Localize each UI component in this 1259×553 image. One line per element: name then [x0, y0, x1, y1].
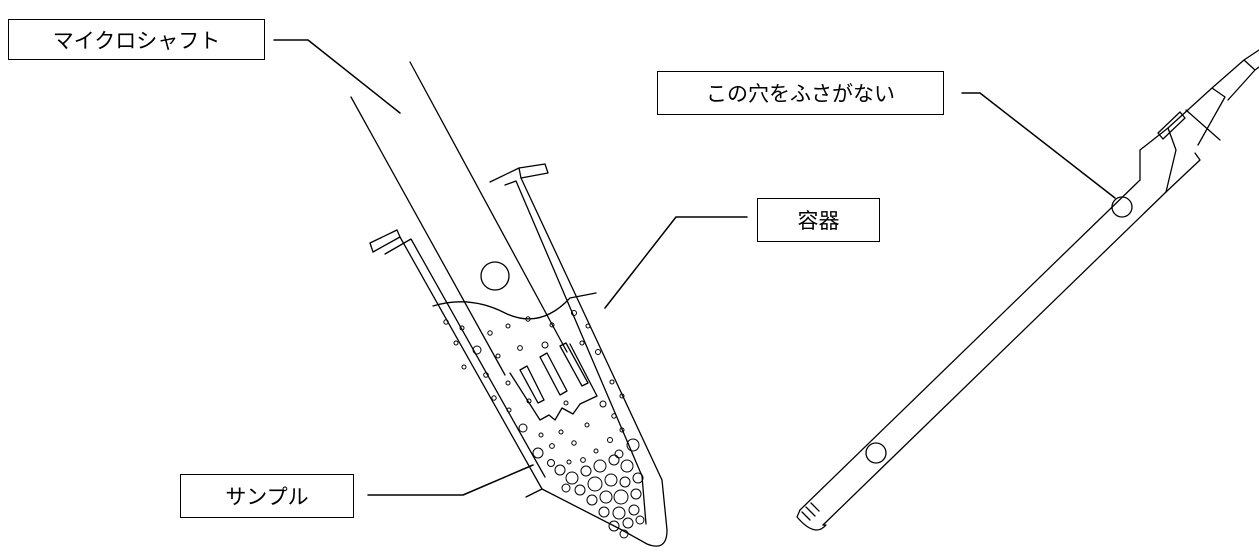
sample-container — [369, 163, 668, 547]
leader-sample — [367, 464, 534, 496]
label-microshaft: マイクロシャフト — [8, 19, 265, 60]
label-sample: サンプル — [180, 474, 354, 518]
leader-microshaft — [273, 39, 401, 114]
leader-container — [604, 216, 748, 309]
label-container: 容器 — [757, 198, 880, 242]
microshaft-in-container — [350, 61, 598, 421]
label-do-not-block-hole: この穴をふさがない — [657, 71, 944, 115]
leader-lines — [273, 39, 1116, 496]
sample-liquid — [432, 292, 645, 539]
microshaft-standalone — [796, 49, 1259, 531]
leader-hole — [961, 92, 1116, 199]
